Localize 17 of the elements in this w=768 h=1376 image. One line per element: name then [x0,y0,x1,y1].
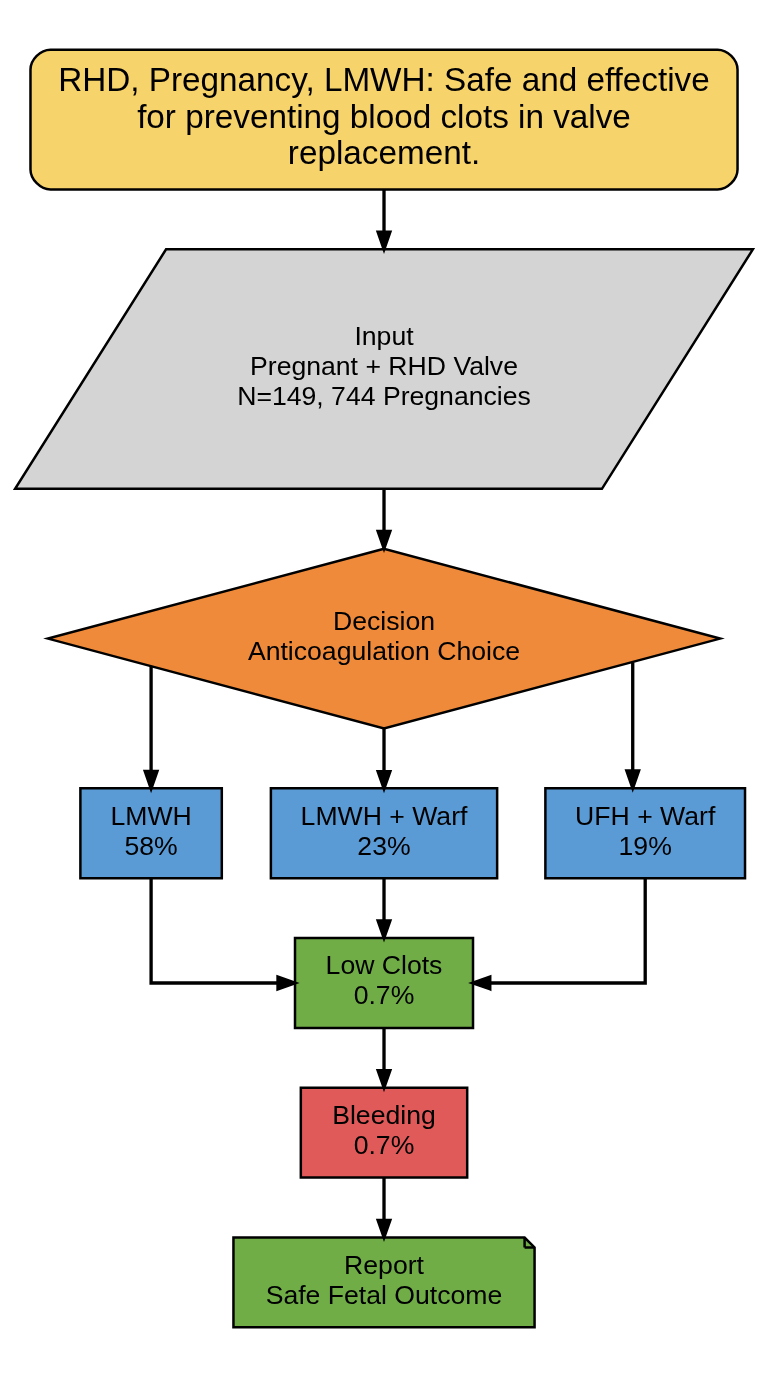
node-box: LMWH 58% [79,786,224,879]
arrow [375,1177,393,1242]
node-box: Bleeding 0.7% [299,1086,469,1179]
arrow [142,665,160,793]
arrow [624,661,641,793]
arrow [375,189,393,254]
arrow [468,877,647,991]
node-box: LMWH + Warf 23% [269,786,499,879]
node-box: Low Clots 0.7% [293,936,475,1029]
node-diamond: Decision Anticoagulation Choice [43,546,725,730]
node-box: UFH + Warf 19% [544,786,747,879]
arrow [375,489,393,553]
arrow [375,1027,393,1092]
node-box: RHD, Pregnancy, LMWH: Safe and effective for preventing blood clots in valve replacement. [29,47,739,191]
arrow [375,728,393,793]
arrow [149,877,300,991]
arrow [375,877,393,943]
